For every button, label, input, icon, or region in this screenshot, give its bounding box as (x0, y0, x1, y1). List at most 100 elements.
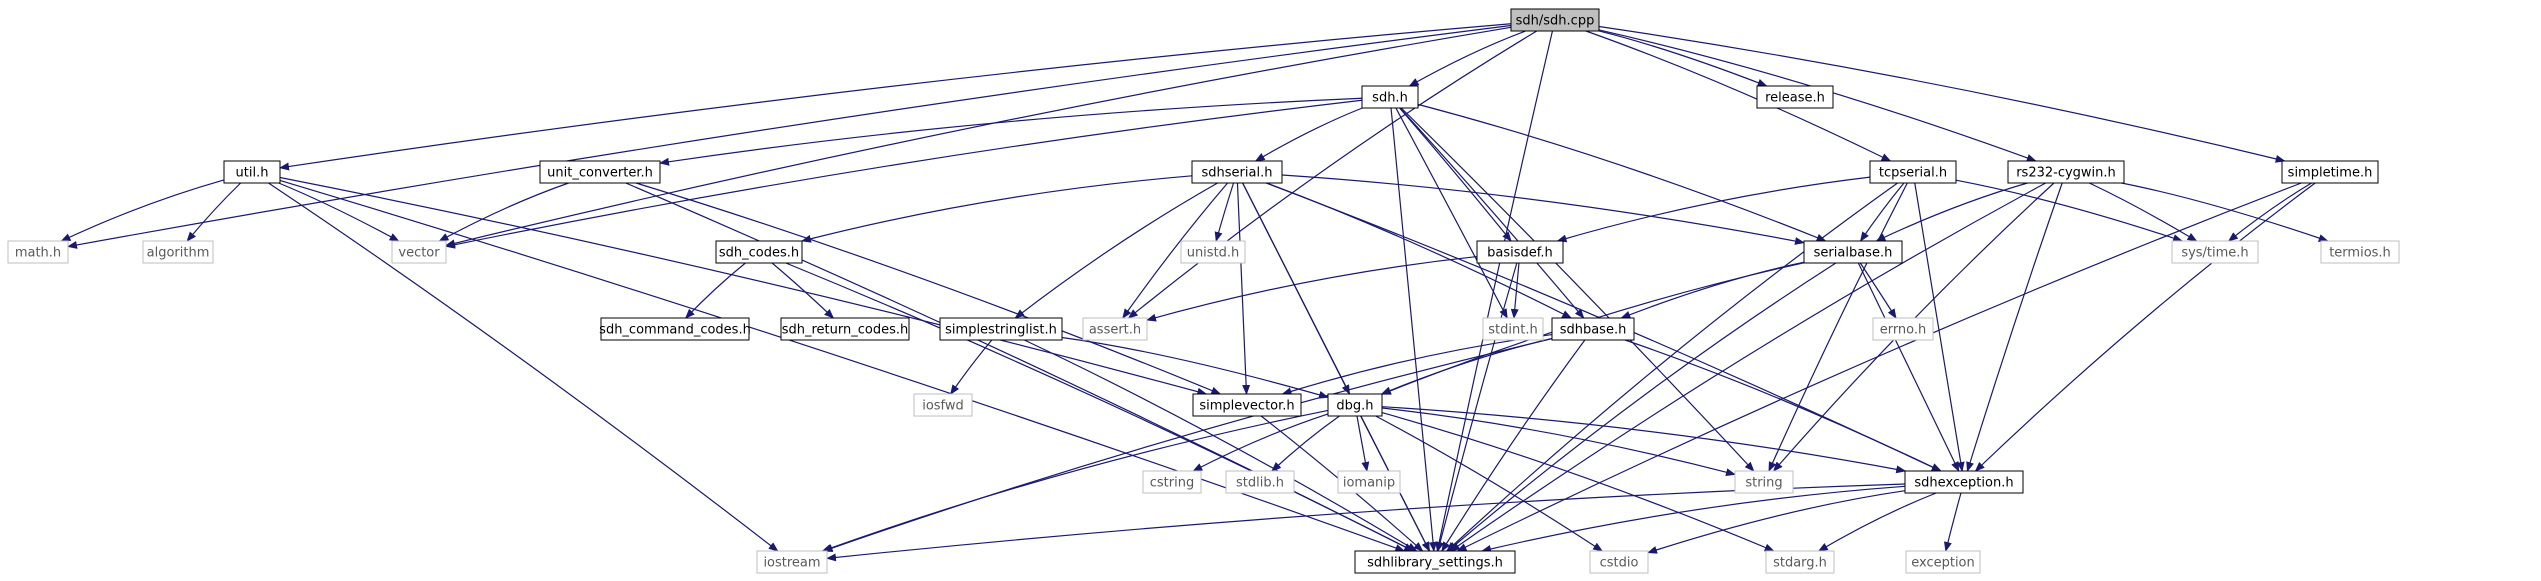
node-box (939, 317, 1063, 341)
node-label: sdh.h (1372, 91, 1408, 106)
node-sdh-command-codes-h[interactable]: sdh_command_codes.h (599, 317, 751, 341)
node-box (913, 393, 973, 417)
node-sys-time-h: sys/time.h (2171, 240, 2259, 264)
edge-sdhbase_h-to-dbg_h (1380, 337, 1553, 395)
node-label: basisdef.h (1487, 246, 1553, 261)
node-label: exception (1911, 556, 1975, 571)
edge-dbg_h-to-cstring (1192, 413, 1329, 472)
node-iosfwd: iosfwd (913, 393, 973, 417)
edge-sdhexception_h-to-cstdio (1647, 490, 1906, 554)
node-label: util.h (236, 166, 269, 181)
edge-simplestringlist_h-to-iosfwd (950, 339, 993, 395)
edge-rs232_h-to-serialbase_h (1875, 182, 2028, 242)
edge-sdh_cpp-to-assert_h (1127, 30, 1538, 319)
node-label: assert.h (1089, 323, 1141, 338)
edge-sdh_h-to-unit_converter_h (659, 97, 1363, 166)
edge-sdhexception_h-to-sdhlibrary_settings_h (1481, 485, 1906, 553)
edge-simpletime_h-to-sdhexception_h (1974, 182, 2316, 472)
node-label: sdhbase.h (1560, 323, 1627, 338)
node-box (1180, 240, 1246, 264)
node-vector: vector (391, 240, 447, 264)
node-box (2320, 240, 2400, 264)
edge-sdh_h-to-sdhserial_h (1254, 107, 1363, 162)
node-label: tcpserial.h (1879, 166, 1947, 181)
edge-sdhserial_h-to-simplevector_h (1236, 182, 1251, 395)
node-sdhserial-h[interactable]: sdhserial.h (1191, 160, 1283, 184)
node-sdhlibrary-settings-h[interactable]: sdhlibrary_settings.h (1354, 550, 1516, 574)
node-box (780, 317, 910, 341)
node-box (1905, 550, 1981, 574)
node-simplevector-h[interactable]: simplevector.h (1192, 393, 1302, 417)
node-unit-converter-h[interactable]: unit_converter.h (539, 160, 661, 184)
node-release-h[interactable]: release.h (1756, 85, 1834, 109)
node-box (1337, 470, 1401, 494)
edge-sdh_codes_h-to-sdh_command_codes_h (684, 262, 746, 319)
node-serialbase-h[interactable]: serialbase.h (1803, 240, 1903, 264)
node-stdarg-h: stdarg.h (1765, 550, 1835, 574)
node-label: math.h (15, 246, 61, 261)
node-sdh-codes-h[interactable]: sdh_codes.h (715, 240, 803, 264)
edge-unit_converter_h-to-simplevector_h (635, 182, 1222, 395)
node-tcpserial-h[interactable]: tcpserial.h (1869, 160, 1957, 184)
node-stdlib-h: stdlib.h (1225, 470, 1295, 494)
node-label: cstdio (1600, 556, 1639, 571)
edge-unit_converter_h-to-sdhlibrary_settings_h (625, 182, 1415, 552)
node-label: sdh_return_codes.h (782, 323, 909, 338)
node-label: sdhlibrary_settings.h (1367, 556, 1503, 571)
edge-simpletime_h-to-sdhlibrary_settings_h (1456, 182, 2302, 552)
edge-tcpserial_h-to-string (1768, 182, 1908, 472)
node-label: sys/time.h (2181, 246, 2248, 261)
node-label: simpletime.h (2288, 166, 2373, 181)
edge-sdh_h-to-vector (445, 99, 1363, 249)
node-label: stdint.h (1488, 323, 1537, 338)
node-sdhbase-h[interactable]: sdhbase.h (1551, 317, 1635, 341)
node-box (2171, 240, 2259, 264)
node-algorithm: algorithm (142, 240, 214, 264)
node-dbg-h[interactable]: dbg.h (1327, 393, 1383, 417)
node-util-h[interactable]: util.h (223, 160, 281, 184)
edge-sdhserial_h-to-simplestringlist_h (1014, 182, 1218, 319)
node-label: vector (398, 246, 440, 261)
node-label: sdhserial.h (1202, 166, 1273, 181)
node-label: simplestringlist.h (945, 323, 1057, 338)
node-sdhexception-h[interactable]: sdhexception.h (1904, 470, 2024, 494)
node-simplestringlist-h[interactable]: simplestringlist.h (939, 317, 1063, 341)
edge-util_h-to-algorithm (186, 182, 242, 242)
node-label: iostream (763, 556, 820, 571)
node-box (1327, 393, 1383, 417)
node-simpletime-h[interactable]: simpletime.h (2281, 160, 2379, 184)
edge-sdh_cpp-to-sdhlibrary_settings_h (1435, 30, 1554, 552)
edge-basisdef_h-to-assert_h (1146, 255, 1478, 322)
edge-dbg_h-to-stdarg_h (1381, 412, 1775, 552)
node-basisdef-h[interactable]: basisdef.h (1476, 240, 1564, 264)
node-sdh-return-codes-h[interactable]: sdh_return_codes.h (780, 317, 910, 341)
node-math-h: math.h (7, 240, 69, 264)
node-label: errno.h (1880, 323, 1927, 338)
node-label: stdlib.h (1236, 476, 1284, 491)
edge-sdh_cpp-to-simpletime_h (1598, 25, 2286, 163)
node-sdh-sdh-cpp[interactable]: sdh/sdh.cpp (1510, 8, 1600, 32)
node-rs232-cygwin-h[interactable]: rs232-cygwin.h (2007, 160, 2125, 184)
include-edges (60, 23, 2329, 562)
edge-unit_converter_h-to-vector (438, 182, 569, 242)
edge-sdh_h-to-serialbase_h (1417, 103, 1827, 242)
node-box (1476, 240, 1564, 264)
edge-basisdef_h-to-sdhlibrary_settings_h (1436, 262, 1518, 552)
node-box (391, 240, 447, 264)
edge-sdhexception_h-to-stdarg_h (1817, 492, 1937, 552)
node-label: iosfwd (922, 399, 964, 414)
node-label: algorithm (147, 246, 210, 261)
node-label: sdh_codes.h (719, 246, 799, 261)
edge-sdhserial_h-to-serialbase_h (1281, 174, 1805, 245)
node-box (1225, 470, 1295, 494)
edge-dbg_h-to-string (1381, 407, 1736, 477)
node-box (1142, 470, 1202, 494)
node-cstdio: cstdio (1589, 550, 1649, 574)
node-iomanip: iomanip (1337, 470, 1401, 494)
node-box (1803, 240, 1903, 264)
node-label: string (1745, 476, 1782, 491)
node-box (223, 160, 281, 184)
node-sdh-h[interactable]: sdh.h (1361, 85, 1419, 109)
node-label: serialbase.h (1814, 246, 1893, 261)
